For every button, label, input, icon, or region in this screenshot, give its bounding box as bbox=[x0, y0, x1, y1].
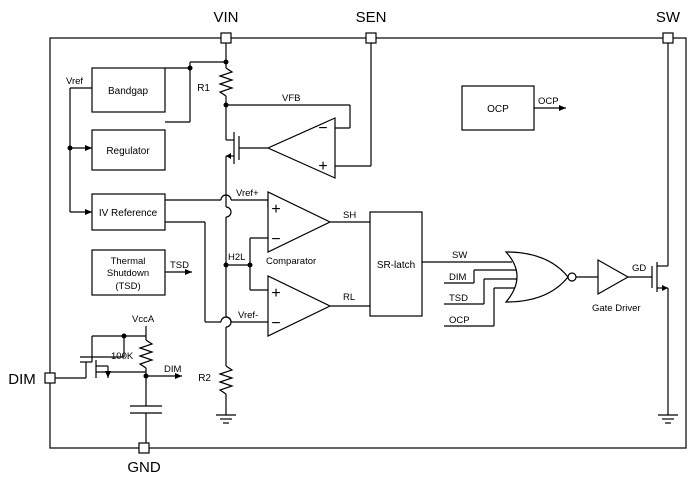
error-amplifier: − + bbox=[266, 43, 372, 179]
svg-text:Shutdown: Shutdown bbox=[107, 268, 149, 279]
pin-dim-label: DIM bbox=[8, 371, 36, 388]
pass-transistor bbox=[225, 105, 268, 195]
bandgap-block: Bandgap bbox=[91, 67, 166, 113]
comparator-low: + − RL bbox=[267, 275, 370, 337]
label-vref: Vref bbox=[66, 76, 83, 87]
comparator-high: + − SH bbox=[267, 191, 370, 253]
sr-latch-label: SR-latch bbox=[377, 260, 415, 271]
label-sh: SH bbox=[343, 210, 356, 221]
vref-net: Vref bbox=[66, 76, 92, 215]
gate-driver: Gate Driver GD bbox=[592, 258, 652, 314]
pin-vin-pad bbox=[220, 32, 232, 44]
resistor-r2: R2 bbox=[198, 360, 234, 415]
svg-text:Thermal: Thermal bbox=[111, 256, 146, 267]
or-gate-inputs: SW DIM TSD OCP bbox=[422, 250, 519, 327]
label-ocp-in: OCP bbox=[449, 315, 470, 326]
label-sw-in: SW bbox=[452, 250, 467, 261]
dim-capacitor bbox=[130, 400, 162, 443]
label-vfb: VFB bbox=[282, 93, 300, 104]
pin-dim: DIM bbox=[8, 371, 56, 388]
svg-text:−: − bbox=[318, 120, 327, 137]
resistor-r1: R1 bbox=[197, 62, 234, 105]
svg-text:−: − bbox=[271, 315, 280, 332]
svg-text:+: + bbox=[318, 158, 327, 175]
sr-latch-block: SR-latch bbox=[369, 211, 423, 317]
vref-plus-net: Vref+ bbox=[165, 188, 270, 209]
pin-vin-label: VIN bbox=[213, 9, 238, 26]
nor-gate bbox=[504, 251, 598, 303]
pin-dim-pad bbox=[44, 372, 56, 384]
ground-symbol-sw bbox=[658, 414, 678, 424]
vref-minus-net: Vref- bbox=[165, 221, 270, 323]
ground-symbol-r2 bbox=[216, 414, 236, 424]
dim-input-circuit: VccA 100K DIM bbox=[55, 314, 182, 400]
label-r2: R2 bbox=[198, 373, 211, 384]
label-vref-plus: Vref+ bbox=[236, 188, 259, 199]
vin-rail bbox=[165, 43, 229, 123]
pin-gnd: GND bbox=[127, 442, 161, 476]
label-vref-minus: Vref- bbox=[238, 310, 258, 321]
label-dim-int: DIM bbox=[164, 364, 182, 375]
svg-text:+: + bbox=[271, 201, 280, 218]
svg-text:−: − bbox=[271, 231, 280, 248]
ocp-label: OCP bbox=[487, 104, 509, 115]
regulator-block: Regulator bbox=[91, 129, 166, 171]
regulator-label: Regulator bbox=[106, 146, 150, 157]
label-dim-in: DIM bbox=[449, 272, 467, 283]
label-ocp-out: OCP bbox=[538, 96, 559, 107]
pin-sw-label: SW bbox=[656, 9, 681, 26]
h2l-net: H2L bbox=[223, 195, 270, 360]
iv-reference-block: IV Reference bbox=[91, 193, 166, 231]
svg-text:(TSD): (TSD) bbox=[115, 281, 140, 292]
pin-gnd-pad bbox=[138, 442, 150, 454]
pin-sen-pad bbox=[365, 32, 377, 44]
label-tsd-out: TSD bbox=[170, 260, 189, 271]
iv-reference-label: IV Reference bbox=[99, 208, 158, 219]
label-gd: GD bbox=[632, 263, 646, 274]
ocp-block: OCP OCP bbox=[461, 85, 566, 131]
thermal-shutdown-block: Thermal Shutdown (TSD) TSD bbox=[91, 249, 192, 296]
bandgap-label: Bandgap bbox=[108, 86, 148, 97]
pin-sen-label: SEN bbox=[356, 9, 387, 26]
label-comparator: Comparator bbox=[266, 256, 316, 267]
label-vcca: VccA bbox=[132, 314, 155, 325]
pin-gnd-label: GND bbox=[127, 459, 161, 476]
label-tsd-in: TSD bbox=[449, 293, 468, 304]
power-switch bbox=[651, 43, 669, 415]
label-r1: R1 bbox=[197, 83, 210, 94]
pin-sw-pad bbox=[662, 32, 674, 44]
svg-text:+: + bbox=[271, 285, 280, 302]
label-rl: RL bbox=[343, 292, 355, 303]
label-h2l: H2L bbox=[228, 252, 245, 263]
label-gate-driver: Gate Driver bbox=[592, 303, 641, 314]
